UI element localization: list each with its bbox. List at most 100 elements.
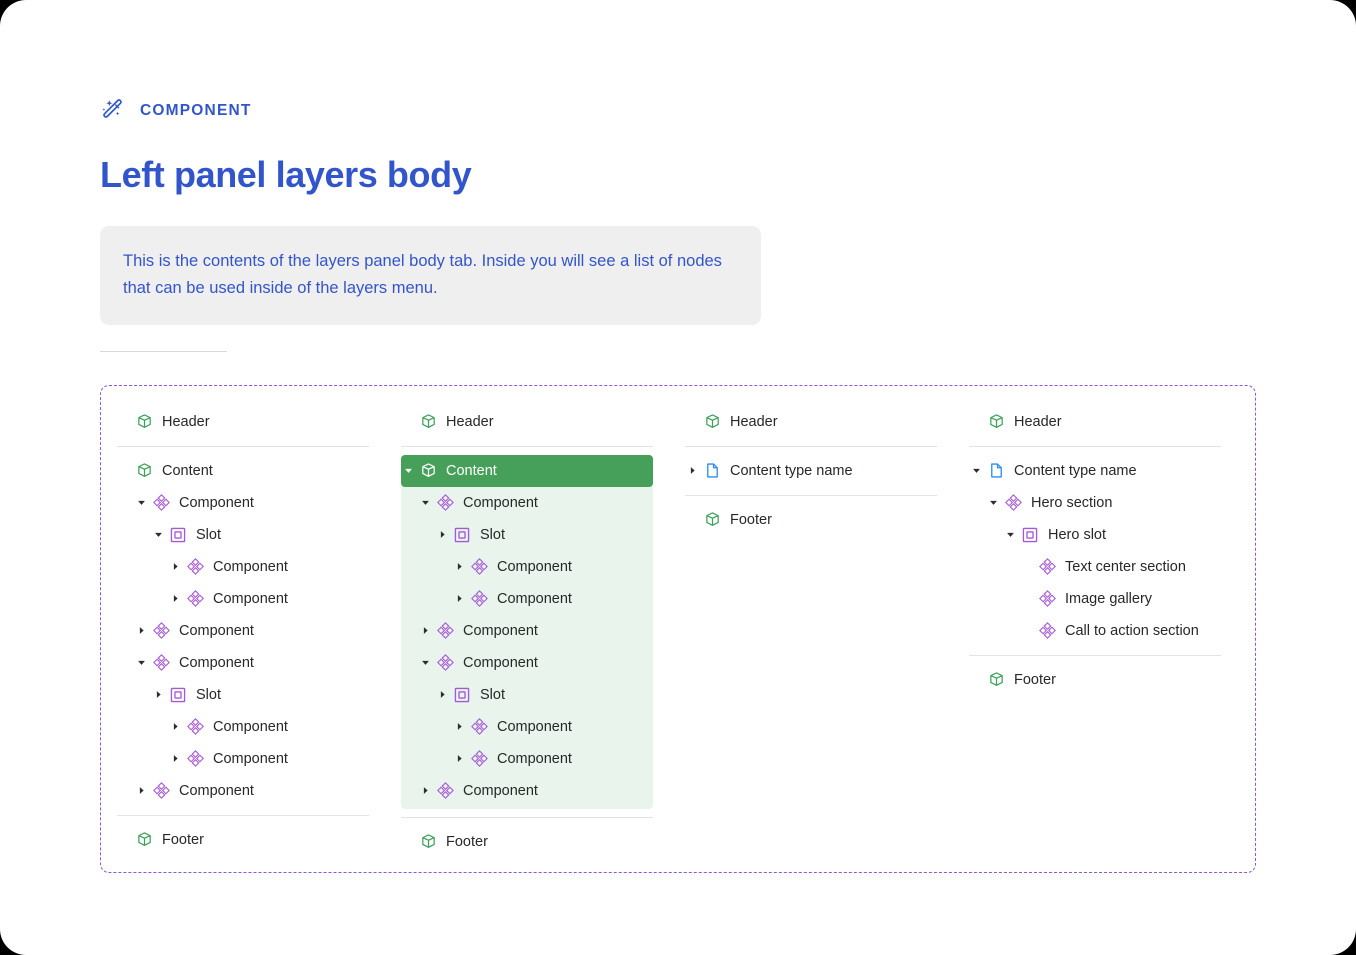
chevron-down-icon[interactable] (969, 466, 983, 475)
layer-row[interactable]: Call to action section (953, 615, 1237, 647)
layer-row[interactable]: Footer (385, 826, 669, 858)
layer-row[interactable]: Content (101, 455, 385, 487)
layer-row[interactable]: Text center section (953, 551, 1237, 583)
chevron-right-icon[interactable] (685, 466, 699, 475)
group-divider (969, 654, 1221, 656)
layer-row[interactable]: Component (401, 583, 653, 615)
component-icon (436, 622, 454, 640)
layer-row[interactable]: Footer (101, 824, 385, 856)
chevron-down-icon[interactable] (401, 466, 415, 475)
group-divider (117, 814, 369, 816)
chevron-right-icon[interactable] (168, 754, 182, 763)
component-icon (470, 718, 488, 736)
layer-row[interactable]: Component (401, 487, 653, 519)
layer-row-label: Component (213, 750, 288, 767)
layer-row[interactable]: Slot (401, 519, 653, 551)
layer-row-label: Text center section (1065, 558, 1186, 575)
info-callout: This is the contents of the layers panel… (100, 226, 761, 325)
layer-row[interactable]: Content (401, 454, 653, 487)
group-divider (117, 445, 369, 447)
layers-group-content-group: Content type name (669, 455, 953, 487)
layer-row[interactable]: Slot (101, 679, 385, 711)
layer-row[interactable]: Slot (101, 519, 385, 551)
chevron-placeholder-icon (401, 417, 415, 426)
layer-row-label: Slot (196, 686, 221, 703)
layer-row[interactable]: Component (101, 743, 385, 775)
layer-row-label: Footer (446, 833, 488, 850)
layer-row[interactable]: Component (401, 551, 653, 583)
chevron-right-icon[interactable] (452, 562, 466, 571)
layer-row-label: Header (162, 413, 210, 430)
layer-row[interactable]: Component (101, 615, 385, 647)
layer-row[interactable]: Hero section (953, 487, 1237, 519)
layer-row[interactable]: Component (401, 615, 653, 647)
layer-row-label: Component (213, 590, 288, 607)
layer-row[interactable]: Header (953, 406, 1237, 438)
layer-row[interactable]: Component (101, 711, 385, 743)
layer-row[interactable]: Header (385, 406, 669, 438)
component-icon (152, 494, 170, 512)
chevron-right-icon[interactable] (168, 722, 182, 731)
chevron-placeholder-icon (117, 835, 131, 844)
layer-row-label: Hero slot (1048, 526, 1107, 543)
component-icon (186, 750, 204, 768)
chevron-down-icon[interactable] (418, 498, 432, 507)
layer-row-label: Component (497, 590, 572, 607)
layer-row[interactable]: Content type name (953, 455, 1237, 487)
cube-icon (135, 831, 153, 849)
layer-row[interactable]: Component (401, 743, 653, 775)
layer-row[interactable]: Hero slot (953, 519, 1237, 551)
chevron-down-icon[interactable] (151, 530, 165, 539)
chevron-down-icon[interactable] (986, 498, 1000, 507)
layer-row-label: Slot (196, 526, 221, 543)
chevron-down-icon[interactable] (134, 658, 148, 667)
cube-icon (987, 671, 1005, 689)
chevron-down-icon[interactable] (1003, 530, 1017, 539)
chevron-right-icon[interactable] (168, 594, 182, 603)
chevron-down-icon[interactable] (418, 658, 432, 667)
layer-row[interactable]: Component (101, 775, 385, 807)
cube-icon (135, 413, 153, 431)
layer-row[interactable]: Component (101, 647, 385, 679)
chevron-right-icon[interactable] (435, 530, 449, 539)
chevron-right-icon[interactable] (134, 626, 148, 635)
layer-row[interactable]: Component (101, 583, 385, 615)
layers-group-header-group: Header (101, 406, 385, 438)
layer-row-label: Component (179, 622, 254, 639)
layer-row[interactable]: Component (401, 711, 653, 743)
layer-row[interactable]: Footer (669, 504, 953, 536)
group-divider (401, 816, 653, 818)
chevron-down-icon[interactable] (134, 498, 148, 507)
layer-row[interactable]: Component (401, 775, 653, 807)
layer-row[interactable]: Footer (953, 664, 1237, 696)
chevron-right-icon[interactable] (452, 722, 466, 731)
layer-row[interactable]: Content type name (669, 455, 953, 487)
cube-icon (419, 462, 437, 480)
chevron-right-icon[interactable] (452, 754, 466, 763)
chevron-right-icon[interactable] (418, 786, 432, 795)
chevron-right-icon[interactable] (418, 626, 432, 635)
chevron-placeholder-icon (685, 417, 699, 426)
layer-row[interactable]: Header (669, 406, 953, 438)
layer-row[interactable]: Header (101, 406, 385, 438)
layer-row[interactable]: Component (401, 647, 653, 679)
layer-row[interactable]: Component (101, 487, 385, 519)
layer-row-label: Content (446, 462, 497, 479)
slot-icon (169, 526, 187, 544)
info-callout-text: This is the contents of the layers panel… (123, 252, 722, 298)
document-icon (987, 462, 1005, 480)
chevron-right-icon[interactable] (452, 594, 466, 603)
layer-row-label: Footer (730, 511, 772, 528)
group-divider (685, 445, 937, 447)
layer-row[interactable]: Slot (401, 679, 653, 711)
chevron-right-icon[interactable] (134, 786, 148, 795)
chevron-right-icon[interactable] (168, 562, 182, 571)
chevron-right-icon[interactable] (435, 690, 449, 699)
chevron-right-icon[interactable] (151, 690, 165, 699)
layer-row-label: Header (446, 413, 494, 430)
layer-row[interactable]: Component (101, 551, 385, 583)
layer-row-label: Content type name (730, 462, 853, 479)
layer-row[interactable]: Image gallery (953, 583, 1237, 615)
